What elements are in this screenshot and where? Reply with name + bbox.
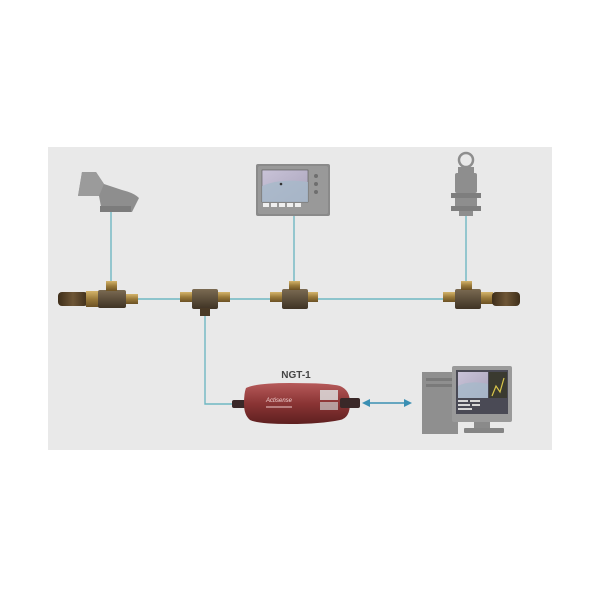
tee-connector-4-icon [443,281,493,309]
interface-label: NGT-1 [281,370,311,381]
tee-connector-3-icon [270,281,318,309]
chartplotter-icon [256,164,330,216]
transducer-icon [78,172,139,212]
interface-brand-label: Actisense [265,398,293,404]
desktop-computer-icon [422,366,512,434]
gps-antenna-icon [451,151,481,216]
interface-drop-cable [204,310,242,405]
bidirectional-arrow-icon [362,399,412,407]
tee-connector-1-icon [98,281,138,308]
terminator-right-icon [492,292,520,306]
tee-connector-2-icon [180,289,230,316]
usb-interface-icon: Actisense [232,383,360,424]
terminator-left-icon [58,291,100,307]
